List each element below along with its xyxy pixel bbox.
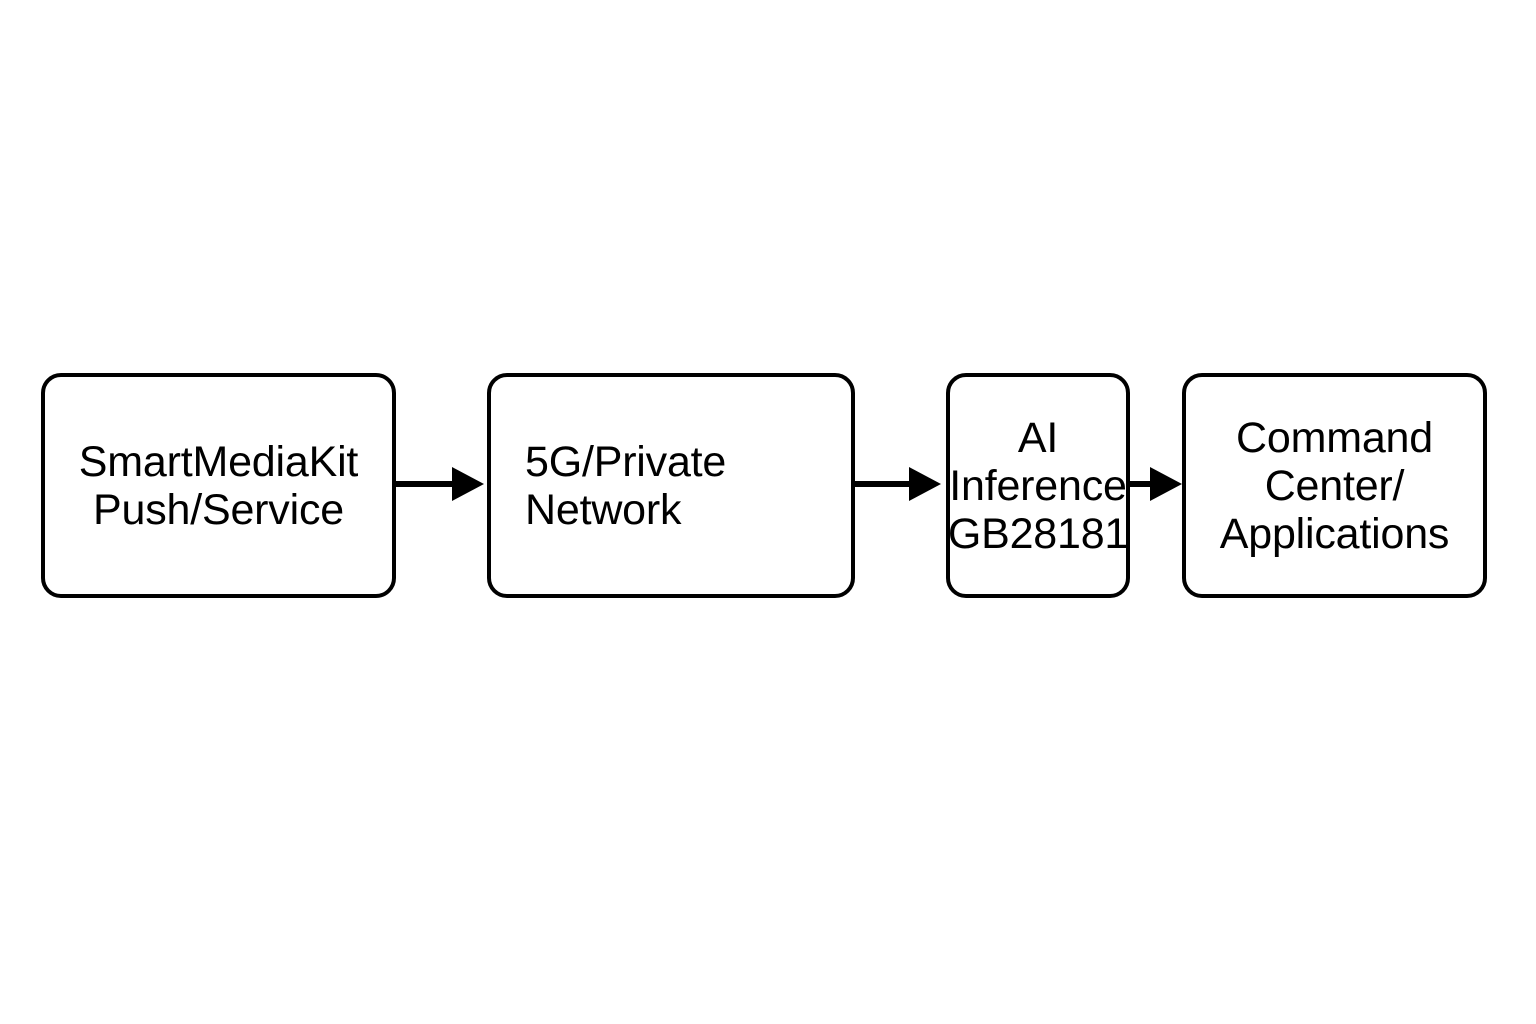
arrow-smartmediakit-to-5g-network — [396, 467, 484, 501]
node-label-5g-network: 5G/Private Network — [525, 437, 727, 534]
node-label-ai-inference: AI Inference GB28181 — [947, 413, 1129, 558]
node-ai-inference-gb28181[interactable]: AI Inference GB28181 — [946, 373, 1130, 598]
arrow-head-icon — [1150, 467, 1182, 501]
arrow-5g-network-to-ai-inference — [855, 467, 941, 501]
arrow-ai-inference-to-command-center — [1130, 467, 1182, 501]
node-smartmediakit-push-service[interactable]: SmartMediaKit Push/Service — [41, 373, 396, 598]
node-label-smartmediakit: SmartMediaKit Push/Service — [78, 437, 359, 534]
node-command-center-applications[interactable]: Command Center/ Applications — [1182, 373, 1487, 598]
arrow-head-icon — [452, 467, 484, 501]
arrow-head-icon — [909, 467, 941, 501]
node-5g-private-network[interactable]: 5G/Private Network — [487, 373, 855, 598]
node-label-command-center: Command Center/ Applications — [1219, 413, 1450, 558]
